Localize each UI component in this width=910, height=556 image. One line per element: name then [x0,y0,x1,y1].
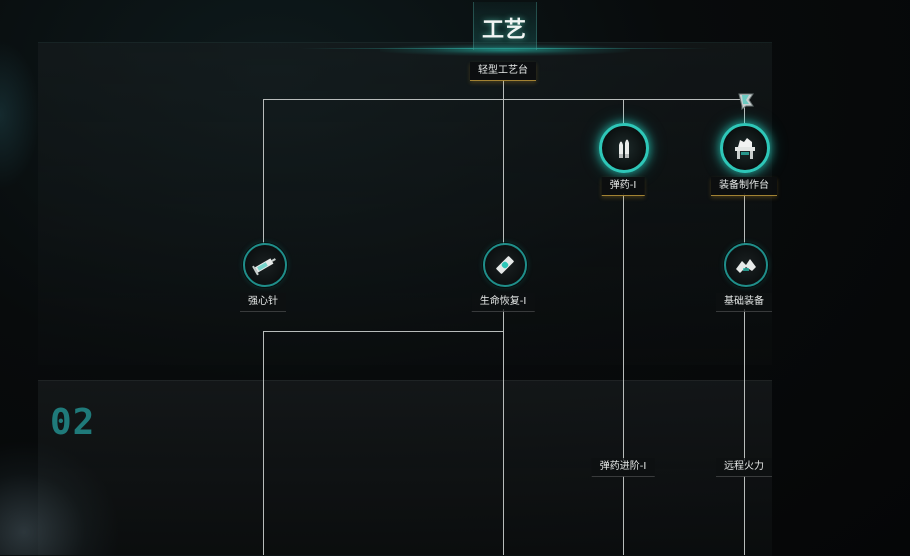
connector-heal-branch [263,331,503,332]
connector-ranged-fire [744,309,745,461]
pin-flag-icon[interactable] [737,92,755,110]
connector-ranged-fire-down [744,476,745,555]
tier-2-panel [38,380,772,556]
connector-trunk [263,99,745,100]
node-label-ranged-fire[interactable]: 远程火力 [716,458,772,477]
connector-ammo-adv [623,193,624,461]
node-basic-gear[interactable] [724,243,768,287]
gear-armor-icon [736,259,756,273]
bullets-icon [619,139,629,158]
medkit-icon [496,256,514,274]
tier-1-panel [38,42,772,365]
connector-heal-down [503,309,504,555]
rock-decoration-left [0,40,40,190]
crafting-table-icon [735,138,755,159]
connector-root-down [503,80,504,250]
connector-ammo-adv-down [623,476,624,555]
connector-heal-branch-down [263,331,264,555]
connector-stimulant [263,99,264,249]
node-label-healing-1[interactable]: 生命恢复-I [471,293,535,312]
node-label-workbench[interactable]: 轻型工艺台 [470,62,536,81]
connector-ammo1-top [623,99,624,125]
page-title: 工艺 [481,18,526,43]
node-label-stimulant[interactable]: 强心针 [240,293,286,312]
connector-basic-gear [744,193,745,245]
node-label-ammo-advanced[interactable]: 弹药进阶-I [591,458,655,477]
title-glow [380,44,630,56]
node-equipment-bench[interactable] [720,123,770,173]
node-label-ammo-1[interactable]: 弹药-I [601,177,645,196]
connector-equip-top [744,99,745,125]
rock-decoration [0,440,120,555]
node-ammo-1[interactable] [599,123,649,173]
node-healing-1[interactable] [483,243,527,287]
tier-number: 02 [50,402,96,443]
node-label-basic-gear[interactable]: 基础装备 [716,293,772,312]
syringe-icon [252,258,276,276]
title-box [473,2,537,50]
node-stimulant[interactable] [243,243,287,287]
node-label-equipment-bench[interactable]: 装备制作台 [711,177,777,196]
